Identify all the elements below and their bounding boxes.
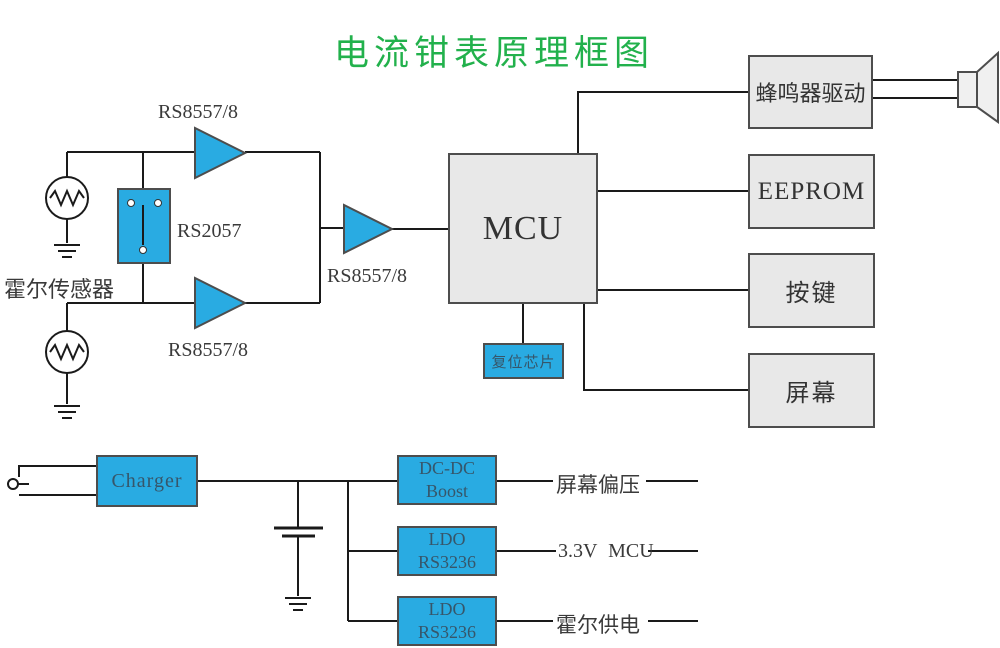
ground-icon bbox=[54, 405, 80, 419]
block-screen: 屏幕 bbox=[748, 353, 875, 428]
block-eeprom: EEPROM bbox=[748, 154, 875, 229]
amplifier-icon bbox=[194, 126, 248, 180]
dcdc-boost-line1: DC-DC bbox=[418, 457, 475, 478]
block-dcdc-boost: DC-DC Boost bbox=[397, 455, 497, 505]
signal-wires bbox=[66, 79, 958, 404]
block-ldo-hall: LDO RS3236 bbox=[397, 596, 497, 646]
block-keys: 按键 bbox=[748, 253, 875, 328]
hall-sensor-icon bbox=[45, 176, 89, 220]
label-amp-top: RS8557/8 bbox=[158, 101, 239, 123]
dcdc-boost-line2: Boost bbox=[425, 481, 468, 501]
battery-icon bbox=[274, 526, 323, 538]
ldo-mcu-line1: LDO bbox=[428, 528, 466, 549]
amplifier-icon bbox=[194, 276, 248, 330]
power-wires bbox=[18, 465, 698, 622]
dc-jack-icon bbox=[7, 478, 19, 490]
block-buzzer-driver: 蜂鸣器驱动 bbox=[748, 55, 873, 129]
label-screen-bias: 屏幕偏压 bbox=[556, 473, 640, 497]
analog-switch-icon bbox=[117, 188, 171, 264]
amplifier-icon bbox=[343, 203, 395, 255]
label-amp-stage2: RS8557/8 bbox=[327, 265, 408, 287]
block-ldo-mcu: LDO RS3236 bbox=[397, 526, 497, 576]
block-charger: Charger bbox=[96, 455, 198, 507]
label-hall-sensor: 霍尔传感器 bbox=[4, 277, 115, 302]
label-amp-bottom: RS8557/8 bbox=[168, 339, 249, 361]
speaker-icon bbox=[957, 50, 999, 124]
block-reset-chip: 复位芯片 bbox=[483, 343, 564, 379]
block-mcu: MCU bbox=[448, 153, 598, 304]
hall-sensor-icon bbox=[45, 330, 89, 374]
diagram-title: 电流钳表原理框图 bbox=[334, 34, 655, 73]
ldo-mcu-line2: RS3236 bbox=[417, 552, 477, 572]
ground-icon bbox=[285, 597, 311, 611]
label-hall-supply: 霍尔供电 bbox=[556, 613, 640, 637]
label-mux: RS2057 bbox=[177, 220, 242, 242]
ground-icon bbox=[54, 244, 80, 258]
ldo-hall-line1: LDO bbox=[428, 598, 466, 619]
label-mcu-33v: 3.3V MCU bbox=[558, 540, 654, 562]
ldo-hall-line2: RS3236 bbox=[417, 622, 477, 642]
